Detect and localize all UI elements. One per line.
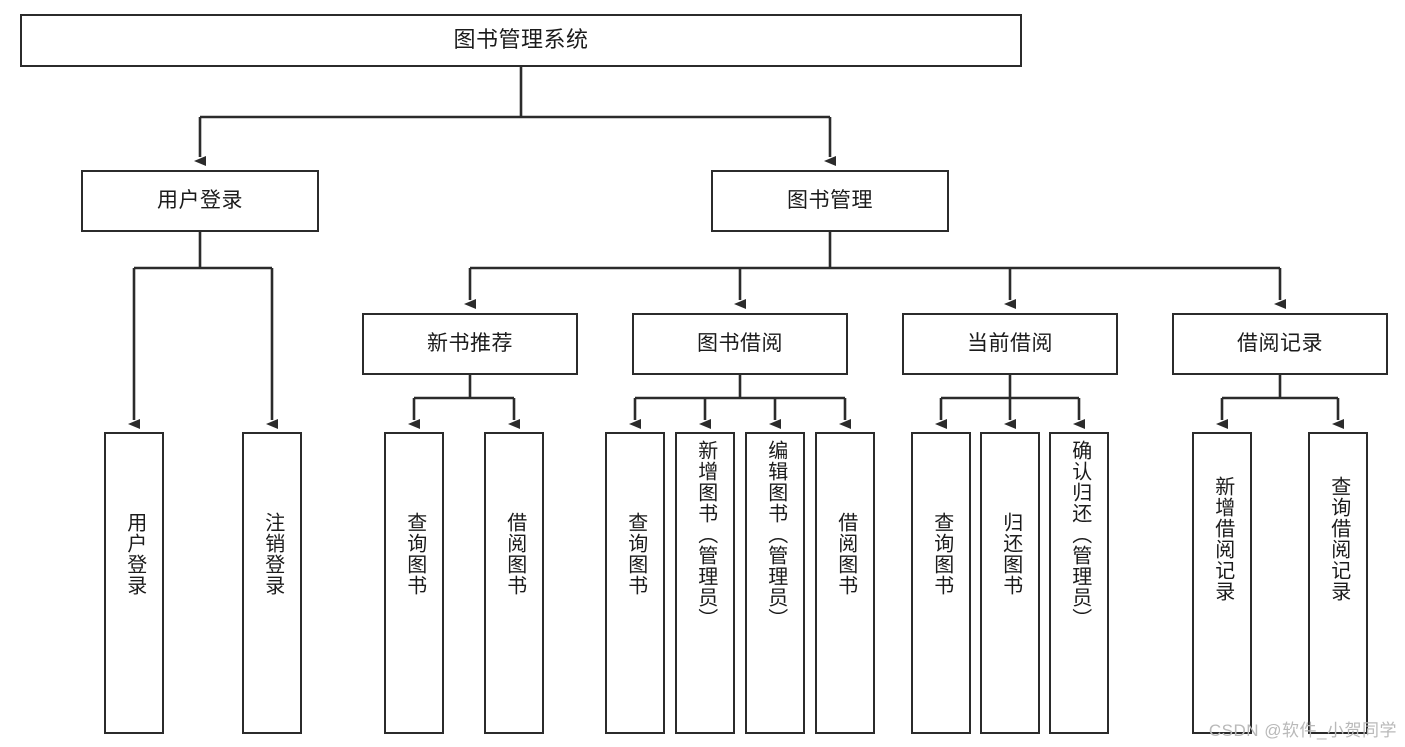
node-new-book-recommend[interactable]: 新书推荐 bbox=[362, 313, 578, 375]
leaf-add-record-label: 新增借阅记录 bbox=[1211, 476, 1234, 602]
leaf-confirm-return[interactable]: 确认归还（管理员） bbox=[1049, 432, 1109, 734]
node-new-book-recommend-label: 新书推荐 bbox=[427, 332, 513, 356]
leaf-add-book-label: 新增图书（管理员） bbox=[694, 440, 717, 629]
node-borrow-record-label: 借阅记录 bbox=[1237, 332, 1323, 356]
leaf-add-record[interactable]: 新增借阅记录 bbox=[1192, 432, 1252, 734]
leaf-query-record[interactable]: 查询借阅记录 bbox=[1308, 432, 1368, 734]
leaf-query-book-1[interactable]: 查询图书 bbox=[384, 432, 444, 734]
leaf-edit-book[interactable]: 编辑图书（管理员） bbox=[745, 432, 805, 734]
leaf-query-book-3[interactable]: 查询图书 bbox=[911, 432, 971, 734]
leaf-user-login[interactable]: 用户登录 bbox=[104, 432, 164, 734]
leaf-borrow-book-1[interactable]: 借阅图书 bbox=[484, 432, 544, 734]
node-book-manage-label: 图书管理 bbox=[787, 189, 873, 213]
node-book-borrow-label: 图书借阅 bbox=[697, 332, 783, 356]
leaf-borrow-book-2[interactable]: 借阅图书 bbox=[815, 432, 875, 734]
node-book-borrow[interactable]: 图书借阅 bbox=[632, 313, 848, 375]
node-current-borrow[interactable]: 当前借阅 bbox=[902, 313, 1118, 375]
node-borrow-record[interactable]: 借阅记录 bbox=[1172, 313, 1388, 375]
leaf-query-book-2[interactable]: 查询图书 bbox=[605, 432, 665, 734]
node-book-manage[interactable]: 图书管理 bbox=[711, 170, 949, 232]
leaf-logout[interactable]: 注销登录 bbox=[242, 432, 302, 734]
leaf-user-login-label: 用户登录 bbox=[123, 512, 146, 596]
leaf-confirm-return-label: 确认归还（管理员） bbox=[1068, 440, 1091, 629]
leaf-return-book-label: 归还图书 bbox=[999, 512, 1022, 596]
leaf-return-book[interactable]: 归还图书 bbox=[980, 432, 1040, 734]
node-root-system[interactable]: 图书管理系统 bbox=[20, 14, 1022, 67]
node-user-login-label: 用户登录 bbox=[157, 189, 243, 213]
leaf-borrow-book-1-label: 借阅图书 bbox=[503, 512, 526, 596]
csdn-watermark: CSDN @软件_小贺同学 bbox=[1208, 721, 1397, 740]
leaf-query-book-1-label: 查询图书 bbox=[403, 512, 426, 596]
leaf-edit-book-label: 编辑图书（管理员） bbox=[764, 440, 787, 629]
node-current-borrow-label: 当前借阅 bbox=[967, 332, 1053, 356]
leaf-query-book-2-label: 查询图书 bbox=[624, 512, 647, 596]
leaf-query-book-3-label: 查询图书 bbox=[930, 512, 953, 596]
leaf-logout-label: 注销登录 bbox=[261, 512, 284, 596]
leaf-query-record-label: 查询借阅记录 bbox=[1327, 476, 1350, 602]
leaf-borrow-book-2-label: 借阅图书 bbox=[834, 512, 857, 596]
node-root-label: 图书管理系统 bbox=[453, 27, 589, 53]
leaf-add-book[interactable]: 新增图书（管理员） bbox=[675, 432, 735, 734]
node-user-login[interactable]: 用户登录 bbox=[81, 170, 319, 232]
